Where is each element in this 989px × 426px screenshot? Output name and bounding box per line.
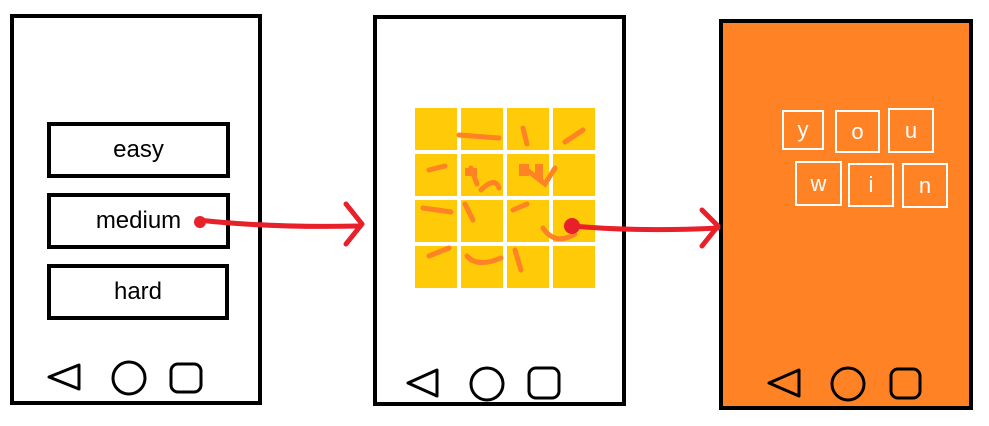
win-letter: u xyxy=(888,108,934,153)
recents-icon[interactable] xyxy=(889,367,922,400)
navigation-bar xyxy=(406,366,561,402)
puzzle-tile[interactable] xyxy=(553,154,595,196)
arrowhead-1 xyxy=(343,201,365,247)
difficulty-screen: easy medium hard xyxy=(10,14,262,405)
win-screen: y o u w i n xyxy=(719,19,973,410)
puzzle-tile[interactable] xyxy=(461,246,503,288)
navigation-bar xyxy=(47,360,203,396)
back-icon[interactable] xyxy=(406,368,439,398)
arrow-medium-to-puzzle xyxy=(195,217,363,229)
tap-point-medium xyxy=(194,216,206,228)
win-letter: o xyxy=(835,110,880,153)
puzzle-tile[interactable] xyxy=(415,154,457,196)
home-icon[interactable] xyxy=(111,360,147,396)
win-letter: w xyxy=(795,161,842,206)
puzzle-screen xyxy=(373,15,626,406)
puzzle-tile[interactable] xyxy=(415,108,457,150)
medium-button[interactable]: medium xyxy=(47,193,230,249)
arrow-puzzle-to-win xyxy=(569,223,721,233)
recents-icon[interactable] xyxy=(169,362,203,394)
navigation-bar xyxy=(767,366,922,402)
home-icon[interactable] xyxy=(469,366,505,402)
puzzle-tile[interactable] xyxy=(461,108,503,150)
recents-icon[interactable] xyxy=(527,366,561,400)
hard-button[interactable]: hard xyxy=(47,264,229,320)
win-letter: n xyxy=(902,163,948,208)
win-letter: i xyxy=(848,163,894,207)
easy-button[interactable]: easy xyxy=(47,122,230,178)
home-icon[interactable] xyxy=(830,366,866,402)
back-icon[interactable] xyxy=(47,363,81,391)
arrowhead-2 xyxy=(699,207,721,249)
puzzle-tile[interactable] xyxy=(553,246,595,288)
tap-point-tile xyxy=(564,218,580,234)
back-icon[interactable] xyxy=(767,368,801,398)
win-letter: y xyxy=(782,110,824,150)
